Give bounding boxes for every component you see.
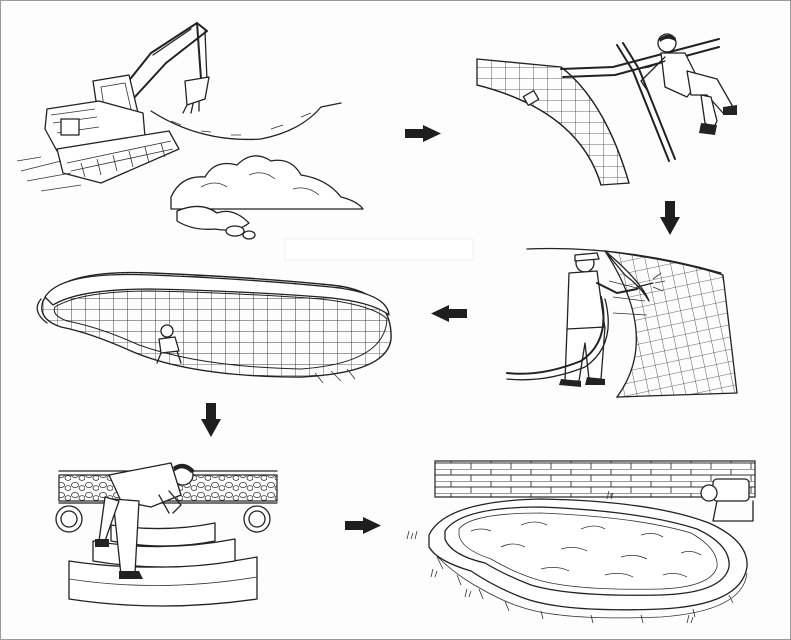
pool-wall-grid-icon	[526, 247, 738, 398]
finishing-steps-step	[55, 462, 278, 607]
excavator-icon	[16, 22, 210, 192]
arrow-right-icon	[345, 517, 381, 534]
rebar-shell-step	[36, 271, 392, 384]
excavation-pit-icon	[150, 102, 342, 141]
shotcrete-step	[506, 247, 738, 398]
arrow-down-icon	[201, 403, 221, 437]
pipe-worker-icon	[636, 33, 737, 135]
plumbing-step	[476, 33, 737, 186]
excavation-step	[16, 22, 364, 240]
tile-worker-icon	[95, 462, 195, 579]
redaction-bar	[284, 238, 474, 261]
pool-pump-icon	[700, 478, 754, 522]
pool-shell-icon	[36, 271, 392, 384]
wall-fitting-icon	[55, 505, 271, 533]
pipe-icon	[522, 38, 720, 162]
spray-gun-worker-icon	[559, 252, 666, 387]
arrow-down-icon	[660, 201, 680, 235]
finished-pool-icon	[428, 498, 748, 624]
hose-icon	[506, 296, 609, 381]
dirt-pile-icon	[170, 155, 364, 240]
grass-tufts-icon	[406, 490, 694, 624]
pool-steps-icon	[68, 522, 258, 607]
pool-wall-grid-icon	[476, 58, 630, 186]
flow-arrows	[201, 125, 680, 534]
finished-pool-step	[406, 460, 756, 624]
arrow-left-icon	[431, 305, 467, 322]
arrow-right-icon	[405, 125, 441, 142]
rebar-worker-icon	[156, 324, 182, 364]
